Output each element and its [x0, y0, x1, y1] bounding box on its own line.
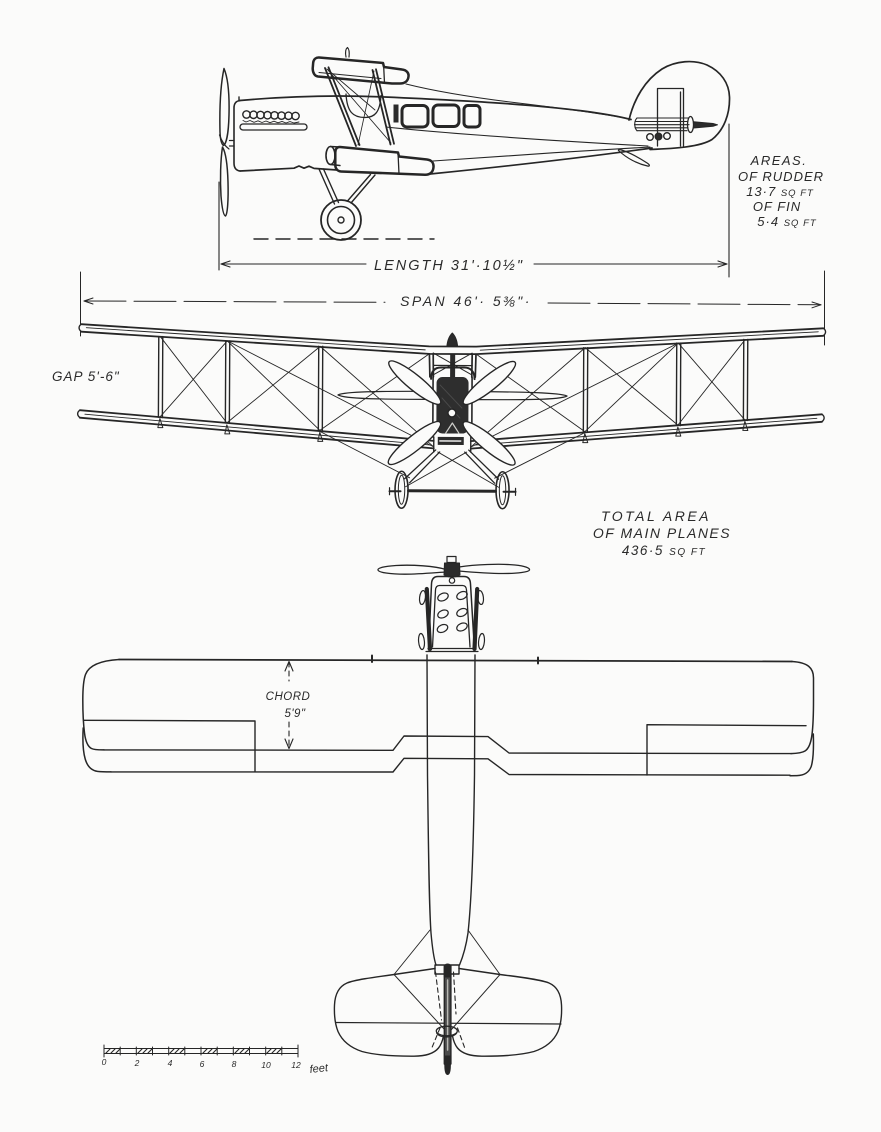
- svg-text:436·5 SQ FT: 436·5 SQ FT: [622, 543, 706, 558]
- svg-text:10: 10: [261, 1060, 271, 1070]
- svg-text:8: 8: [232, 1059, 237, 1069]
- svg-text:GAP 5'-6": GAP 5'-6": [52, 369, 120, 384]
- svg-text:OF FIN: OF FIN: [753, 199, 801, 214]
- svg-text:TOTAL AREA: TOTAL AREA: [601, 508, 711, 524]
- svg-text:AREAS.: AREAS.: [750, 153, 808, 168]
- svg-text:2: 2: [134, 1058, 140, 1068]
- svg-text:OF MAIN PLANES: OF MAIN PLANES: [593, 525, 731, 541]
- svg-text:feet: feet: [309, 1062, 329, 1076]
- svg-text:12: 12: [291, 1060, 301, 1070]
- svg-text:0: 0: [102, 1057, 107, 1067]
- svg-text:5'9": 5'9": [284, 708, 305, 720]
- svg-text:6: 6: [200, 1059, 205, 1069]
- svg-text:OF RUDDER: OF RUDDER: [738, 169, 824, 184]
- svg-text:13·7 SQ FT: 13·7 SQ FT: [746, 184, 814, 199]
- svg-text:SPAN 46'· 5⅜"·: SPAN 46'· 5⅜"·: [400, 293, 532, 309]
- svg-text:CHORD: CHORD: [266, 691, 311, 703]
- svg-text:5·4 SQ FT: 5·4 SQ FT: [757, 214, 817, 229]
- svg-text:4: 4: [168, 1058, 173, 1068]
- svg-text:LENGTH 31'·10½": LENGTH 31'·10½": [374, 258, 524, 274]
